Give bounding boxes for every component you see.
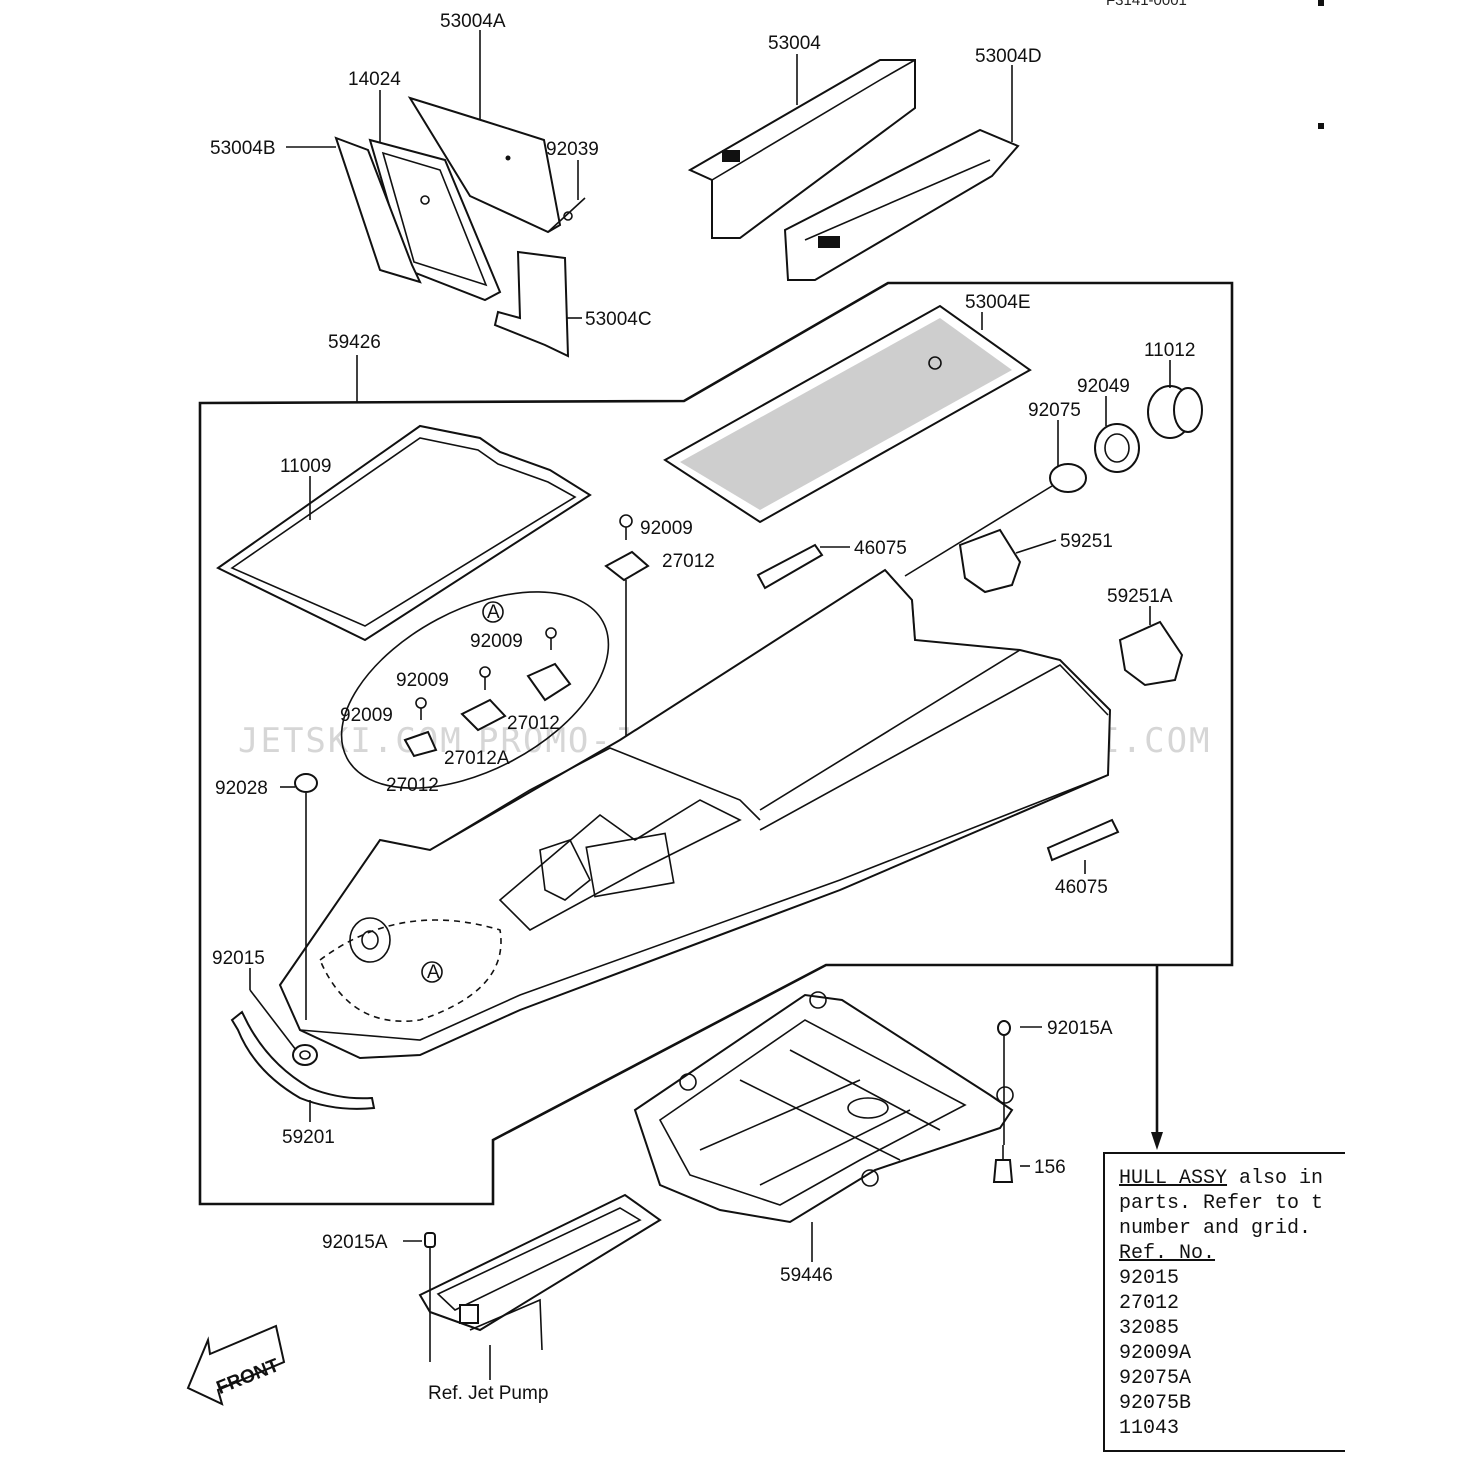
label-92039: 92039 bbox=[546, 139, 599, 160]
note-line1-rest: also in bbox=[1227, 1167, 1324, 1190]
label-92015: 92015 bbox=[212, 948, 265, 969]
label-92009-c: 92009 bbox=[340, 705, 393, 726]
label-59446: 59446 bbox=[780, 1265, 833, 1286]
edge-mark-top bbox=[1318, 0, 1324, 6]
part-59251-bumper bbox=[958, 528, 1022, 594]
label-46075-top: 46075 bbox=[854, 538, 907, 559]
label-53004A: 53004A bbox=[440, 11, 506, 32]
label-hull-a: A bbox=[427, 962, 440, 983]
ref-item: 32085 bbox=[1119, 1317, 1180, 1340]
part-156-bolt bbox=[992, 1145, 1014, 1183]
label-53004C: 53004C bbox=[585, 309, 652, 330]
part-46075-pad-top bbox=[756, 543, 824, 590]
label-92009-a: 92009 bbox=[470, 631, 523, 652]
detail-parts bbox=[403, 627, 572, 758]
label-14024: 14024 bbox=[348, 69, 401, 90]
hull-assy-note: HULL ASSY also in parts. Refer to t numb… bbox=[1103, 1152, 1345, 1452]
callout-labels: 53004A 14024 53004B 92039 53004C 53004 5… bbox=[210, 11, 1195, 1404]
label-11012: 11012 bbox=[1144, 340, 1195, 361]
label-59251: 59251 bbox=[1060, 531, 1113, 552]
part-27012-bracket-top bbox=[604, 550, 650, 582]
document-code: F3141-0001 bbox=[1106, 0, 1187, 9]
part-59446-plate bbox=[633, 991, 1014, 1224]
label-27012-a: 27012 bbox=[507, 713, 560, 734]
part-92015-nut bbox=[292, 1044, 318, 1066]
part-92028-plug bbox=[294, 773, 318, 1020]
part-92075-plug bbox=[1049, 463, 1087, 493]
label-53004D: 53004D bbox=[975, 46, 1042, 67]
note-ref-list: 92015 27012 32085 92009A 92075A 92075B 1… bbox=[1105, 1266, 1345, 1441]
label-92049: 92049 bbox=[1077, 376, 1130, 397]
ref-item: 27012 bbox=[1119, 1292, 1180, 1315]
label-92009-b: 92009 bbox=[396, 670, 449, 691]
label-53004B: 53004B bbox=[210, 138, 276, 159]
label-27012-top: 27012 bbox=[662, 551, 715, 572]
part-53004E-deck-mat bbox=[663, 304, 1032, 524]
hull-body bbox=[278, 568, 1112, 1060]
label-detail-a: A bbox=[487, 602, 500, 623]
part-53004A-pad bbox=[407, 96, 562, 234]
ref-item: 92009A bbox=[1119, 1342, 1192, 1365]
note-ref-header: Ref. No. bbox=[1119, 1242, 1216, 1265]
part-59251A-bumper bbox=[1118, 620, 1184, 687]
part-59201-strip bbox=[230, 1010, 376, 1110]
label-92075: 92075 bbox=[1028, 400, 1081, 421]
part-53004B-panel bbox=[334, 136, 422, 284]
part-53004C-panel bbox=[493, 250, 570, 358]
note-pointer bbox=[1151, 965, 1163, 1150]
part-92015A-washer-left bbox=[424, 1232, 436, 1362]
edge-mark-mid bbox=[1318, 123, 1324, 129]
part-53004-strip bbox=[687, 59, 916, 239]
label-46075-bottom: 46075 bbox=[1055, 877, 1108, 898]
part-92015A-washer-right bbox=[997, 1020, 1011, 1145]
label-53004: 53004 bbox=[768, 33, 821, 54]
label-92015A-right: 92015A bbox=[1047, 1018, 1113, 1039]
hull-assy-outline bbox=[198, 281, 1234, 1206]
label-59251A: 59251A bbox=[1107, 586, 1173, 607]
jet-pump-ride-plate bbox=[418, 1193, 662, 1351]
part-11009-gasket bbox=[216, 424, 592, 642]
ref-item: 92075A bbox=[1119, 1367, 1192, 1390]
detail-a-ellipse bbox=[340, 591, 610, 789]
part-92039-screw bbox=[547, 197, 586, 233]
leader-lines bbox=[249, 30, 1171, 1380]
label-92009-top: 92009 bbox=[640, 518, 693, 539]
label-11009: 11009 bbox=[280, 456, 331, 477]
label-53004E: 53004E bbox=[965, 292, 1031, 313]
cap-leader-line bbox=[904, 485, 1053, 577]
label-ref-jet-pump: Ref. Jet Pump bbox=[428, 1383, 548, 1404]
note-line3: number and grid. bbox=[1119, 1217, 1312, 1240]
ref-item: 92075B bbox=[1119, 1392, 1192, 1415]
ref-item: 11043 bbox=[1119, 1417, 1180, 1440]
part-92049-ring bbox=[1094, 423, 1140, 473]
part-46075-pad-bottom bbox=[1046, 818, 1120, 862]
part-11012-cap bbox=[1147, 385, 1203, 439]
note-hull-assy: HULL ASSY bbox=[1119, 1167, 1228, 1190]
part-92009-screw-top bbox=[619, 514, 633, 540]
label-27012-b: 27012 bbox=[386, 775, 439, 796]
note-header: HULL ASSY also in parts. Refer to t numb… bbox=[1105, 1154, 1345, 1266]
label-92028: 92028 bbox=[215, 778, 268, 799]
front-arrow[interactable]: FRONT bbox=[186, 1324, 286, 1406]
note-line2: parts. Refer to t bbox=[1119, 1192, 1324, 1215]
label-59426: 59426 bbox=[328, 332, 381, 353]
label-27012A: 27012A bbox=[444, 748, 510, 769]
label-92015A-left: 92015A bbox=[322, 1232, 388, 1253]
part-53004D-strip bbox=[783, 128, 1020, 281]
label-156: 156 bbox=[1034, 1157, 1066, 1178]
label-59201: 59201 bbox=[282, 1127, 335, 1148]
ref-item: 92015 bbox=[1119, 1267, 1180, 1290]
